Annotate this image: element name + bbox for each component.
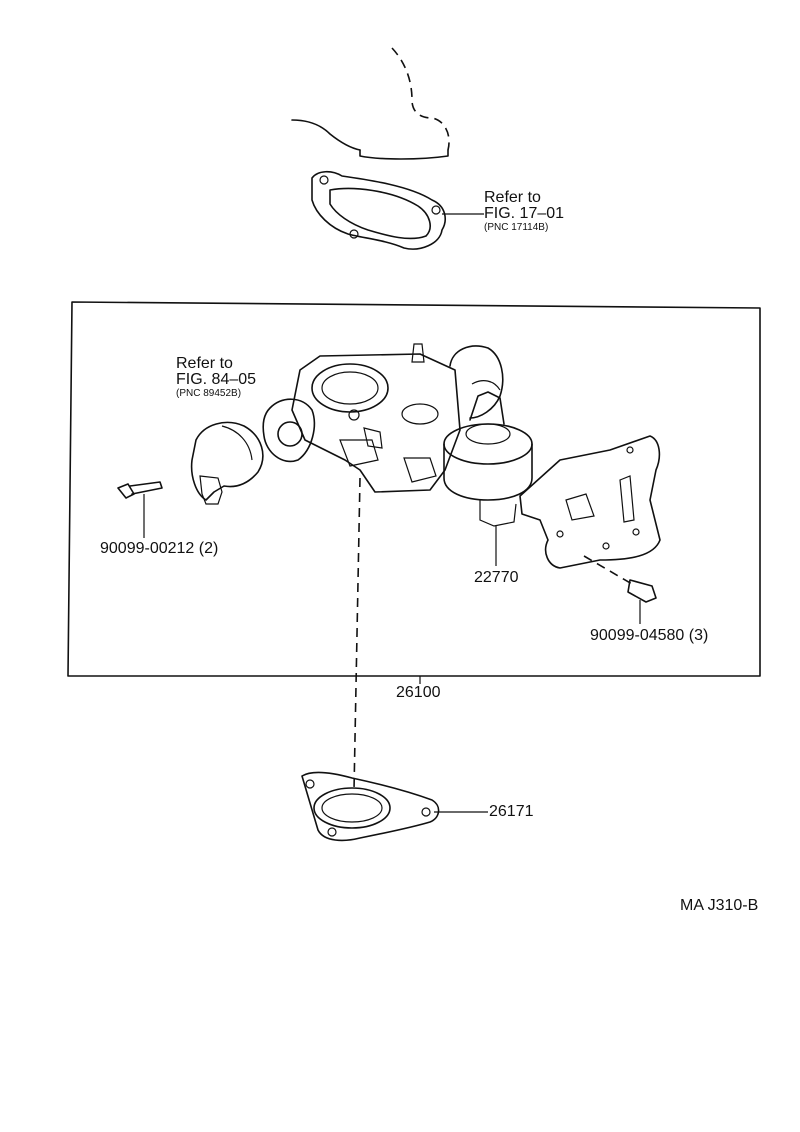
bolt-left-shape (117, 481, 163, 538)
part-gasket: 26171 (489, 803, 534, 820)
part-bolt-right: 90099-04580 (3) (590, 627, 709, 644)
throttle-body-shape (262, 343, 504, 493)
upper-manifold-outline (291, 47, 450, 160)
ref-left-line3: (PNC 89452B) (176, 388, 242, 399)
upper-gasket-shape (311, 170, 484, 250)
ref-top-line3: (PNC 17114B) (484, 222, 549, 233)
bolt-right-shape (583, 555, 657, 624)
ref-top-line1: Refer to (484, 189, 541, 206)
vacuum-valve-shape (443, 380, 533, 566)
ref-left-line1: Refer to (176, 355, 233, 372)
part-valve: 22770 (474, 569, 519, 586)
part-bolt-left: 90099-00212 (2) (100, 540, 219, 557)
lower-gasket-shape (301, 771, 488, 842)
assembly-frame (67, 301, 761, 684)
part-assembly: 26100 (396, 684, 441, 701)
bracket-shape (519, 435, 661, 569)
throttle-sensor-shape (190, 421, 264, 505)
ref-left-line2: FIG. 84–05 (176, 371, 257, 388)
alignment-dash-line (353, 477, 361, 791)
diagram-code: MA J310-B (680, 897, 759, 914)
ref-top-line2: FIG. 17–01 (484, 205, 565, 222)
